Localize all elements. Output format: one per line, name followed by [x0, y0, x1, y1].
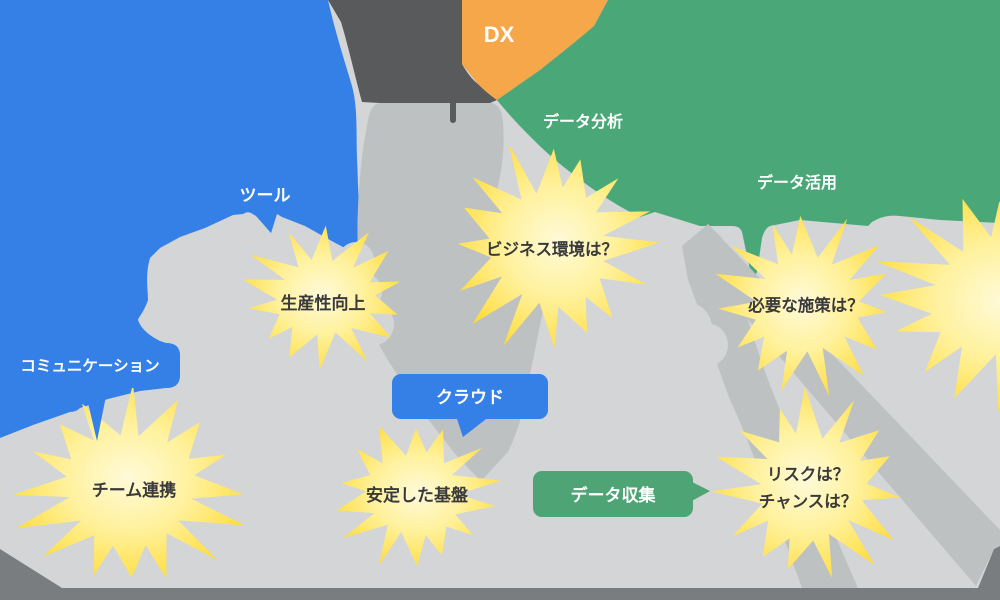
burst-team-collaboration — [12, 383, 245, 579]
burst-business-environment-label: ビジネス環境は？ — [486, 239, 618, 259]
communication-label-shape — [0, 343, 180, 388]
tool-label-tail — [256, 213, 277, 233]
tool-label: ツール — [240, 186, 291, 205]
label-bubbles — [0, 213, 710, 517]
communication-label-tail — [84, 386, 108, 441]
diagram-texts: DX ツール コミュニケーション データ分析 データ活用 クラウド データ収集 … — [20, 22, 863, 511]
floor — [0, 546, 1000, 600]
burst-required-measures-label: 必要な施策は？ — [747, 295, 864, 315]
burst-risk-label: リスクは？ — [767, 465, 850, 484]
cloud-bubble — [392, 374, 548, 419]
data-analysis-label: データ分析 — [543, 112, 623, 131]
cloud-bubble-label: クラウド — [436, 388, 504, 407]
burst-edge-right — [875, 198, 1000, 413]
data-utilization-label: データ活用 — [757, 173, 837, 192]
data-collection-bubble-tail — [690, 481, 710, 502]
communication-label: コミュニケーション — [20, 357, 159, 375]
burst-stable-foundation-label: 安定した基盤 — [366, 485, 469, 505]
starbursts — [12, 144, 1000, 579]
data-collection-bubble-label: データ収集 — [571, 485, 657, 505]
region-data — [497, 0, 1000, 276]
burst-productivity-label: 生産性向上 — [281, 293, 366, 313]
burst-stable-foundation — [336, 426, 501, 567]
burst-business-environment — [457, 144, 660, 348]
burst-team-collaboration-label: チーム連携 — [92, 480, 177, 500]
region-communication-tools — [0, 0, 360, 438]
data-collection-bubble — [533, 471, 693, 517]
burst-productivity — [242, 225, 401, 370]
burst-required-measures — [715, 215, 887, 396]
shape-dark-peak — [328, 0, 497, 103]
cloud-bubble-tail — [456, 416, 490, 437]
burst-chance-label: チャンスは？ — [759, 493, 858, 511]
region-dx — [462, 0, 608, 100]
dx-label: DX — [484, 22, 515, 47]
burst-risk-chance — [710, 387, 900, 579]
